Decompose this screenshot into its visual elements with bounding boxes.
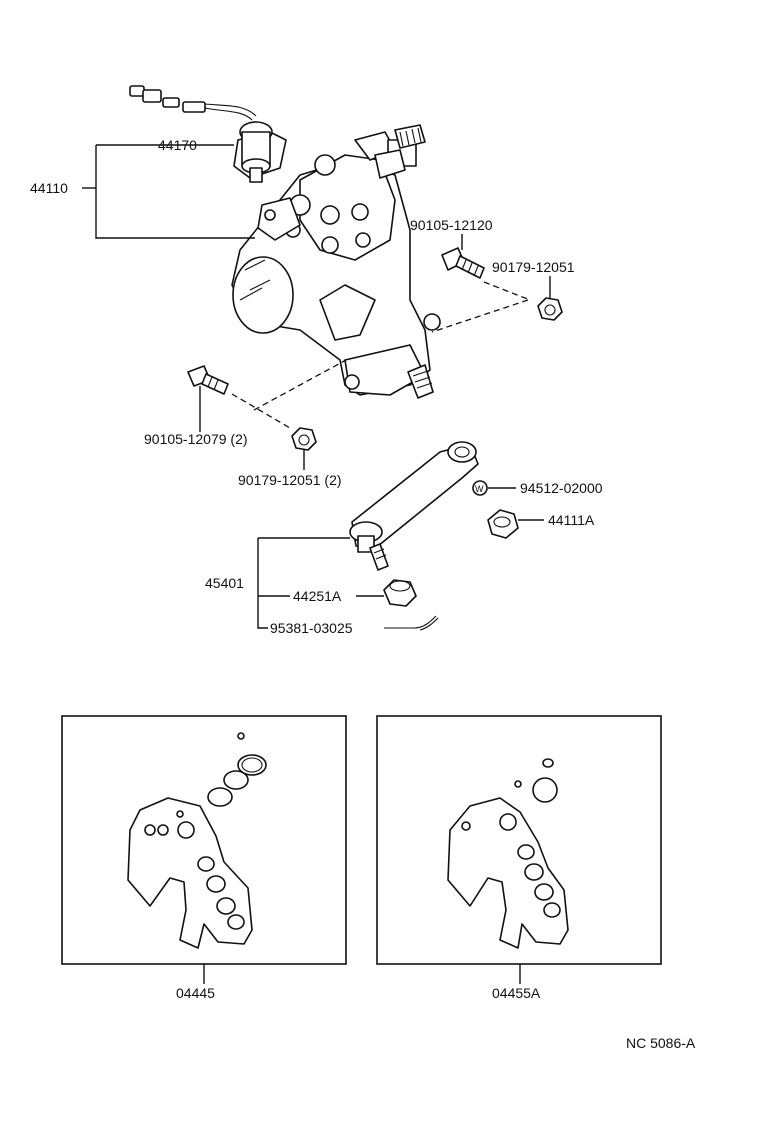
washer-mark: W [475,484,484,494]
nut-44111A [487,509,519,539]
leader-44110 [95,145,255,239]
label-90179-12051-x2: 90179-12051 (2) [238,472,342,488]
steering-gear-housing-44110 [231,124,441,399]
label-90105-12079: 90105-12079 (2) [144,431,248,447]
cotter-pin-95381-03025 [384,615,439,631]
bolt-90105-12120 [441,247,485,279]
sensor-connector-44170 [129,85,287,183]
label-95381-03025: 95381-03025 [270,620,353,636]
pitman-arm-45401 [349,441,479,571]
nut-90179-12051-x2 [291,427,317,451]
washer-94512-02000: W [472,480,488,496]
label-04455A: 04455A [492,985,541,1001]
bolt-90105-12079 [187,365,229,395]
label-04445: 04445 [176,985,215,1001]
label-44170: 44170 [158,137,197,153]
gasket-kit-04445-box [61,715,347,965]
label-45401: 45401 [205,575,244,591]
castle-nut-44251A [383,579,417,607]
document-code: NC 5086-A [626,1035,696,1051]
gasket-kit-04455A-box [376,715,662,965]
label-90105-12120: 90105-12120 [410,217,493,233]
nut-90179-12051 [537,297,563,321]
label-90179-12051: 90179-12051 [492,259,575,275]
label-44110: 44110 [30,180,68,196]
label-44251A: 44251A [293,588,342,604]
label-44111A: 44111A [548,512,595,528]
label-94512-02000: 94512-02000 [520,480,603,496]
